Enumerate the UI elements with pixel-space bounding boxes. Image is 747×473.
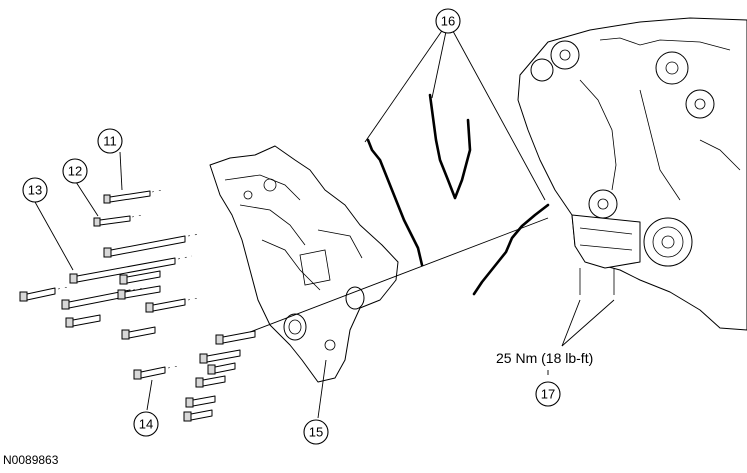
callout-16: 16: [435, 8, 461, 34]
svg-text:14: 14: [139, 417, 153, 432]
svg-text:17: 17: [541, 387, 555, 402]
front-cover-bolts: [19, 189, 256, 422]
engine-front-cover: [209, 145, 399, 383]
callout-12: 12: [62, 158, 88, 184]
bolt-14: [133, 330, 256, 422]
svg-text:12: 12: [68, 164, 82, 179]
svg-text:11: 11: [103, 134, 117, 149]
callout-15: 15: [303, 419, 329, 445]
svg-text:16: 16: [441, 14, 455, 29]
svg-text:13: 13: [28, 183, 42, 198]
torque-specification: 25 Nm (18 lb-ft): [496, 350, 594, 366]
bolt-12: [93, 214, 143, 227]
callout-17: 17: [535, 381, 561, 407]
callout-14: 14: [133, 411, 159, 437]
bolt-11: [103, 189, 163, 204]
callout-11: 11: [97, 128, 123, 154]
svg-text:15: 15: [309, 425, 323, 440]
engine-block: [517, 17, 747, 331]
figure-reference-id: N0089863: [3, 453, 59, 467]
bolt-13: [19, 233, 201, 340]
front-cover-gaskets: [366, 93, 550, 296]
callout-13: 13: [22, 177, 48, 203]
alignment-lines: [34, 21, 615, 419]
